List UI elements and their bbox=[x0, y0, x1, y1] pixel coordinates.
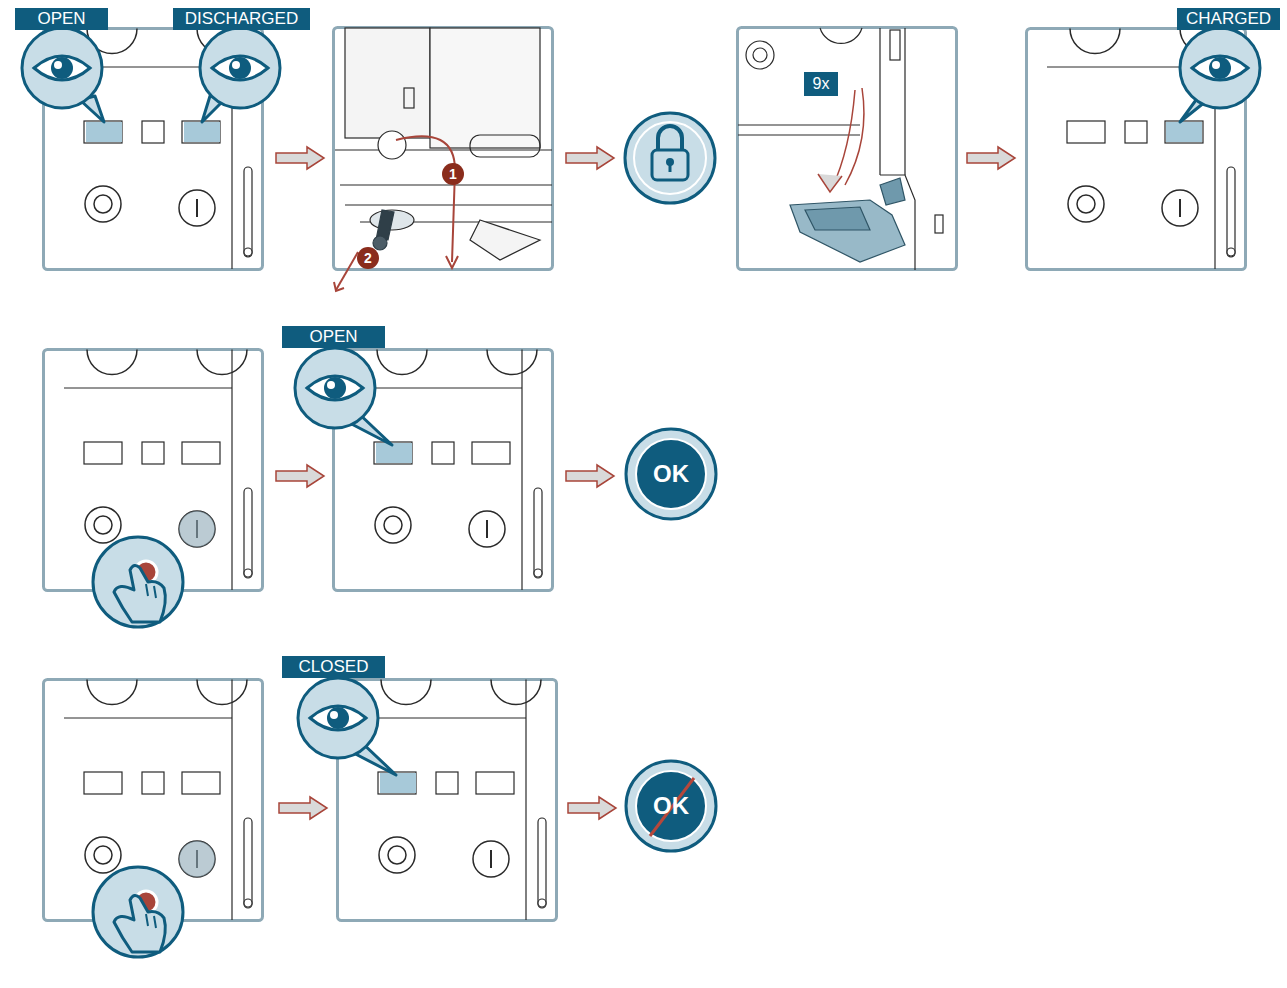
not-ok-symbol: OK bbox=[636, 771, 706, 841]
node-text: 9x bbox=[813, 75, 830, 93]
ok-symbol: OK bbox=[636, 439, 706, 509]
node-text: OK bbox=[653, 792, 689, 820]
status-tag: CLOSED bbox=[282, 656, 385, 678]
node-text: OPEN bbox=[309, 327, 357, 347]
status-tag: DISCHARGED bbox=[173, 8, 310, 30]
node-text: OK bbox=[653, 460, 689, 488]
node-text: CHARGED bbox=[1186, 9, 1271, 29]
callout-number: 1 bbox=[442, 163, 464, 185]
callout-number: 2 bbox=[357, 247, 379, 269]
node-text: OPEN bbox=[37, 9, 85, 29]
node-text: DISCHARGED bbox=[185, 9, 298, 29]
node-text: 2 bbox=[364, 250, 372, 266]
count-badge: 9x bbox=[804, 72, 838, 96]
status-tag: OPEN bbox=[282, 326, 385, 348]
node-text: 1 bbox=[449, 166, 457, 182]
status-tag: OPEN bbox=[15, 8, 108, 30]
node-text: CLOSED bbox=[299, 657, 369, 677]
status-tag: CHARGED bbox=[1177, 8, 1280, 30]
